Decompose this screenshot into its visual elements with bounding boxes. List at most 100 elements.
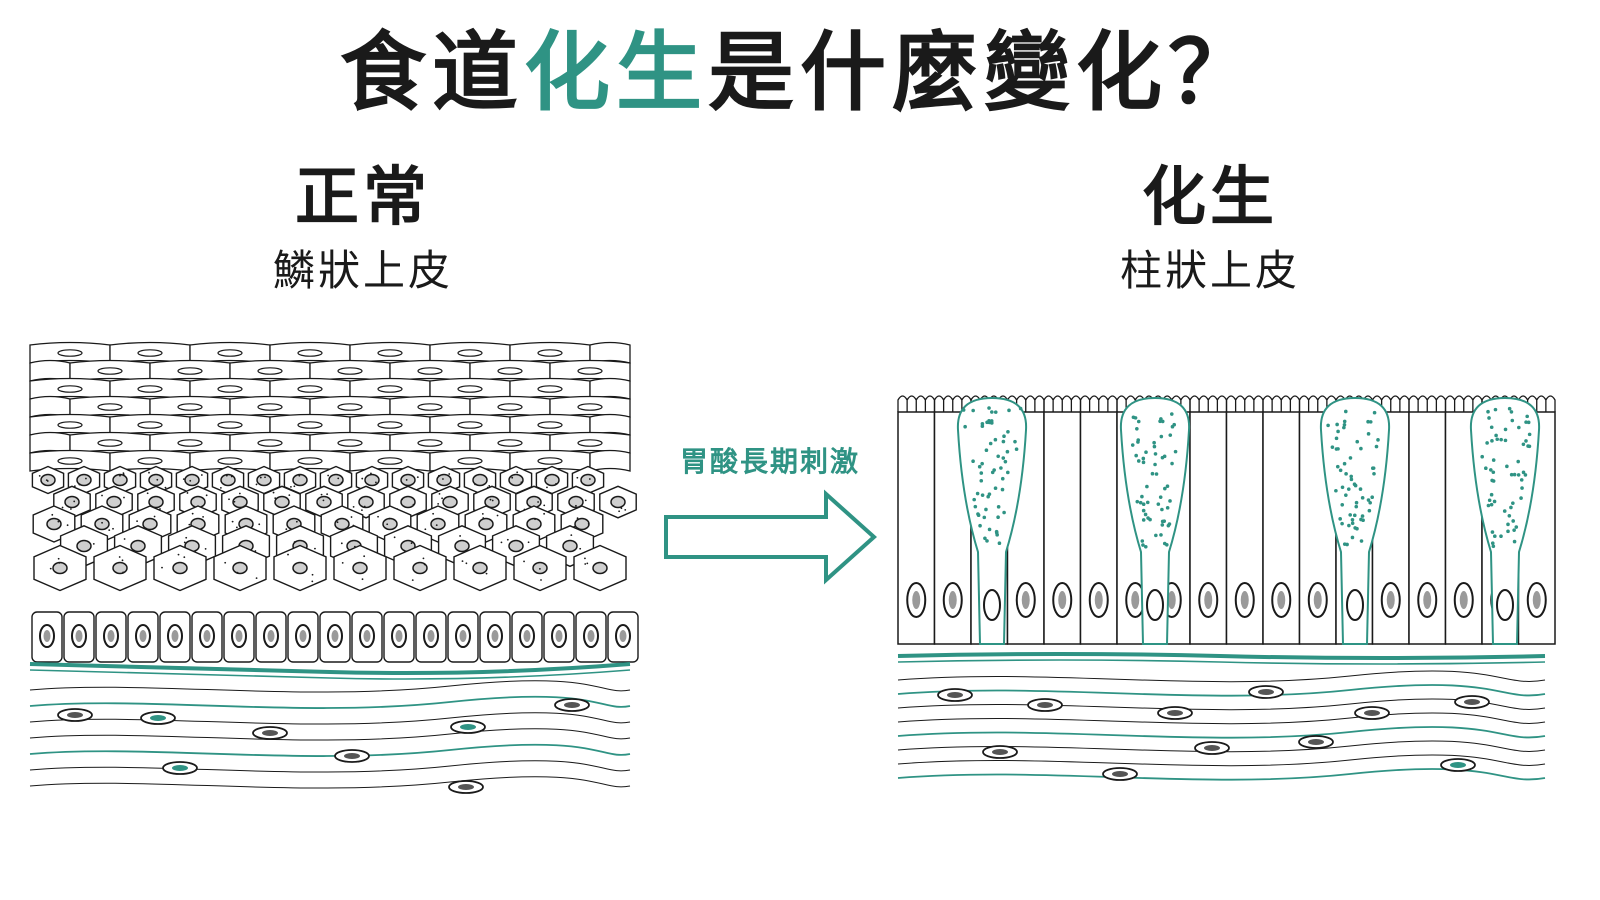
mucin-granule <box>1368 500 1372 505</box>
mucin-granule <box>987 406 991 410</box>
goblet-cell-nucleus <box>1346 589 1364 621</box>
mucin-granule <box>1143 544 1148 549</box>
cytoplasm-dot <box>219 486 222 489</box>
mucin-granule <box>1003 459 1008 464</box>
mucin-granule <box>961 408 966 412</box>
connective-tissue-left <box>29 680 631 794</box>
flat-cell-nucleus <box>217 385 243 393</box>
mucin-granule <box>1170 424 1175 429</box>
flat-cell-nucleus <box>97 403 123 411</box>
normal-panel-heading: 正常 鱗狀上皮 <box>163 160 563 298</box>
columnar-cell-nucleus-core <box>1058 591 1067 609</box>
mucin-granule <box>1150 471 1155 476</box>
mucin-granule <box>1366 432 1371 436</box>
mucin-granule <box>1491 544 1496 549</box>
mucin-granule <box>1354 504 1359 509</box>
cytoplasm-dot <box>285 528 288 531</box>
mucin-granule <box>1485 441 1489 445</box>
cytoplasm-dot <box>238 492 241 495</box>
polygonal-cell-nucleus <box>526 517 542 531</box>
cytoplasm-dot <box>148 471 150 474</box>
polygonal-cell-nucleus <box>40 473 56 487</box>
mucin-granule <box>1359 446 1363 451</box>
fibroblast-nucleus <box>1364 710 1380 716</box>
mucin-granule <box>1342 461 1347 466</box>
flat-cell-nucleus <box>417 367 443 375</box>
fibroblast-nucleus <box>1204 745 1220 751</box>
cytoplasm-dot <box>112 527 114 530</box>
mucin-granule <box>1153 452 1158 456</box>
cytoplasm-dot <box>412 503 415 506</box>
mucin-granule <box>1160 455 1165 460</box>
basal-cell-nucleus-core <box>523 630 531 642</box>
microvilli <box>1444 395 1483 412</box>
mucin-granule <box>1489 468 1493 472</box>
mucin-granule <box>1330 445 1335 449</box>
cytoplasm-dot <box>544 477 547 480</box>
mucin-granule <box>976 513 981 518</box>
cytoplasm-dot <box>85 477 87 480</box>
polygonal-cell-nucleus <box>112 473 128 487</box>
polygonal-cell-nucleus <box>130 539 146 553</box>
cytoplasm-dot <box>361 509 363 512</box>
cytoplasm-dot <box>422 557 425 560</box>
cytoplasm-dot <box>255 577 258 580</box>
mucin-granule <box>1340 502 1345 507</box>
mucin-granule <box>1490 541 1495 545</box>
arrow-label: 胃酸長期刺激 <box>679 445 860 478</box>
cytoplasm-dot <box>485 572 488 575</box>
mucin-granule <box>988 441 993 446</box>
polygonal-cell-nucleus <box>472 473 488 487</box>
mucin-granule <box>1521 442 1526 447</box>
goblet-cell-nucleus <box>1146 589 1164 621</box>
columnar-cell-nucleus-core <box>1094 591 1103 609</box>
tissue-fiber <box>29 776 631 789</box>
mucin-granule <box>975 491 980 496</box>
flat-cell-nucleus <box>537 349 563 357</box>
mucin-granule <box>994 529 999 534</box>
flat-cell-nucleus <box>537 385 563 393</box>
polygonal-cell-nucleus <box>400 495 416 509</box>
polygonal-cell-nucleus <box>508 473 524 487</box>
connective-tissue-right <box>897 670 1546 781</box>
mucin-granule <box>987 419 991 423</box>
flat-cell-nucleus <box>217 349 243 357</box>
polygonal-cell-nucleus <box>292 473 308 487</box>
cytoplasm-dot <box>101 521 103 524</box>
mucin-granule <box>1140 539 1145 543</box>
cytoplasm-dot <box>185 536 188 539</box>
mucin-granule <box>1480 454 1485 459</box>
cytoplasm-dot <box>438 492 441 495</box>
mucin-granule <box>1340 485 1345 490</box>
basal-cell-nucleus-core <box>619 630 627 642</box>
arrow-shape <box>664 489 877 585</box>
cytoplasm-dot <box>579 547 582 550</box>
mucin-granule <box>993 486 998 491</box>
goblet-cell <box>956 396 1028 645</box>
mucin-granule <box>1527 432 1532 437</box>
cytoplasm-dot <box>441 497 443 500</box>
mucin-granule <box>1526 420 1531 425</box>
flat-cell-nucleus <box>177 439 203 447</box>
mucin-granule <box>989 419 994 423</box>
mucin-granule <box>1490 530 1495 534</box>
flat-cell-nucleus <box>417 439 443 447</box>
transition-arrow <box>664 489 877 585</box>
mucin-granule <box>1159 434 1164 439</box>
cytoplasm-dot <box>322 499 325 502</box>
microvilli <box>1408 395 1447 412</box>
mucin-granule <box>1524 420 1528 424</box>
cytoplasm-dot <box>118 556 121 558</box>
mucin-granule <box>1490 439 1494 443</box>
mucin-granule <box>972 497 976 502</box>
cytoplasm-dot <box>506 538 509 541</box>
mucin-granule <box>1490 478 1494 483</box>
cytoplasm-dot <box>233 500 236 503</box>
polygonal-cell-nucleus <box>184 473 200 487</box>
title-part-question: 是什麼變化？ <box>708 23 1260 123</box>
flat-cell-nucleus <box>377 349 403 357</box>
flat-cell-nucleus <box>137 385 163 393</box>
basement-membrane-right-inner <box>897 659 1546 665</box>
tissue-fiber <box>29 695 631 709</box>
cytoplasm-dot <box>584 563 587 565</box>
